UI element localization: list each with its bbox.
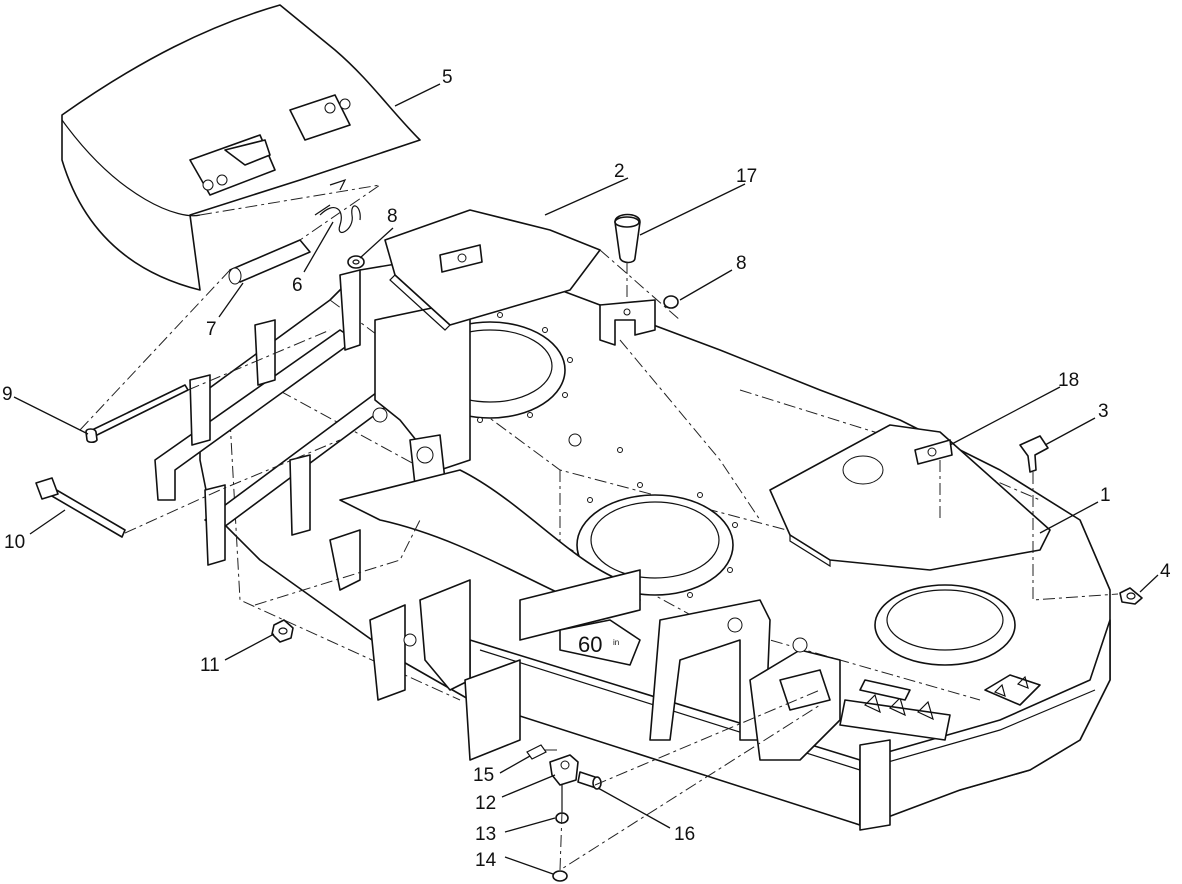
callout-8-left: 8 <box>387 206 398 227</box>
callout-12: 12 <box>475 793 496 814</box>
bumper-bracket <box>599 299 656 346</box>
link-bracket <box>549 754 579 812</box>
rubber-bumper <box>614 213 641 264</box>
deck-size-text: 60 <box>578 632 602 657</box>
callout-18: 18 <box>1058 370 1079 391</box>
callout-14: 14 <box>475 850 497 871</box>
bolt-long <box>85 384 189 444</box>
callout-13: 13 <box>475 824 496 845</box>
belt-cover-left <box>384 209 601 331</box>
callout-16: 16 <box>674 824 695 845</box>
callout-15: 15 <box>473 765 494 786</box>
bolt-axle <box>35 477 126 538</box>
discharge-chute <box>61 4 421 291</box>
bottom-nut <box>552 870 568 882</box>
callout-17: 17 <box>736 166 757 187</box>
blade-opening-center <box>576 494 734 596</box>
callout-10: 10 <box>4 532 25 553</box>
belt-cover-right <box>769 424 1051 571</box>
tee-knob <box>1019 435 1049 473</box>
callout-7: 7 <box>206 319 217 340</box>
callout-2: 2 <box>614 161 625 182</box>
callout-9: 9 <box>2 384 13 405</box>
callout-1: 1 <box>1100 485 1111 506</box>
blade-opening-right <box>874 584 1016 666</box>
assembly-lines <box>79 184 1119 871</box>
callout-labels: 1 2 3 4 5 6 7 8 8 9 10 11 12 13 14 15 16… <box>2 67 1171 871</box>
callout-4: 4 <box>1160 561 1171 582</box>
callout-5: 5 <box>442 67 453 88</box>
warning-decal-front <box>839 679 951 741</box>
flange-nut-right <box>663 295 679 309</box>
pivot-rod <box>228 239 311 285</box>
locknut <box>271 619 294 643</box>
warning-decal-right <box>984 674 1041 706</box>
deck-lift-frame <box>154 269 891 831</box>
flange-nut-left <box>347 255 365 269</box>
wing-nut <box>1119 587 1143 605</box>
torsion-spring <box>314 178 361 233</box>
callout-11: 11 <box>200 655 220 676</box>
callout-3: 3 <box>1098 401 1109 422</box>
callout-6: 6 <box>292 275 303 296</box>
callout-leaders <box>13 83 1159 875</box>
deck-size-unit: in <box>613 638 619 647</box>
callout-8-right: 8 <box>736 253 747 274</box>
deck-size-decal: 60 in <box>559 619 641 666</box>
hairpin-clip <box>526 744 547 760</box>
clevis-pin <box>577 771 602 790</box>
